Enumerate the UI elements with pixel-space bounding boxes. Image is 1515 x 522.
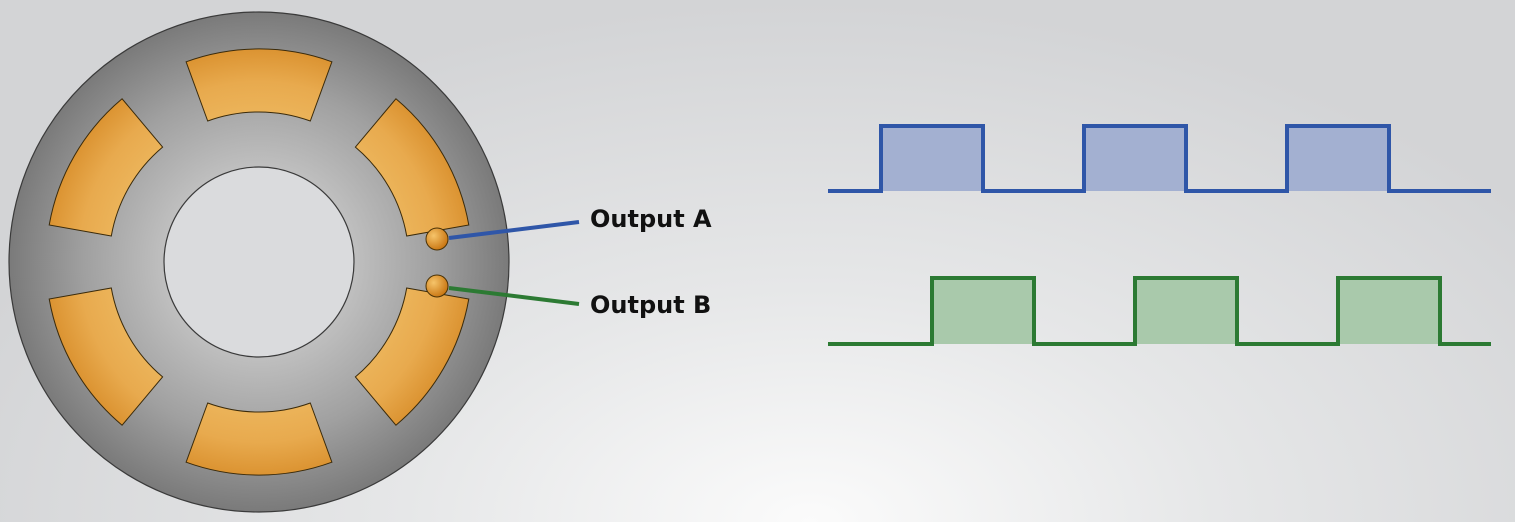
magnet-segment: [354, 98, 470, 237]
output-b-signal-line: [828, 276, 1491, 346]
output-a-waveform: [828, 124, 1491, 193]
output-b-waveform: [828, 276, 1491, 346]
output-a-signal-line: [828, 124, 1491, 193]
output-a-pulse-fill: [1084, 126, 1186, 191]
output-b-pulse-fill: [1338, 278, 1440, 344]
output-b-label: Output B: [590, 291, 711, 319]
hall-sensor-b: [425, 274, 449, 298]
output-a-pulse-fill: [1287, 126, 1389, 191]
output-b-pulse-fill: [932, 278, 1034, 344]
hall-sensor-a: [425, 227, 449, 251]
magnet-segment: [354, 287, 470, 426]
output-b-pulse-fill: [1135, 278, 1237, 344]
output-a-lead: [448, 220, 580, 240]
magnet-segment: [185, 48, 333, 122]
output-b-lead: [448, 286, 580, 306]
magnet-segment: [185, 402, 333, 476]
output-a-label: Output A: [590, 205, 712, 233]
magnet-segment: [48, 98, 164, 237]
sensor-a-group: [425, 220, 580, 251]
sensor-b-group: [425, 274, 580, 306]
magnet-ring: [48, 48, 470, 476]
output-a-pulse-fill: [881, 126, 983, 191]
encoder-disk: [8, 11, 510, 513]
disk-center-hole: [163, 166, 355, 358]
magnet-segment: [48, 287, 164, 426]
